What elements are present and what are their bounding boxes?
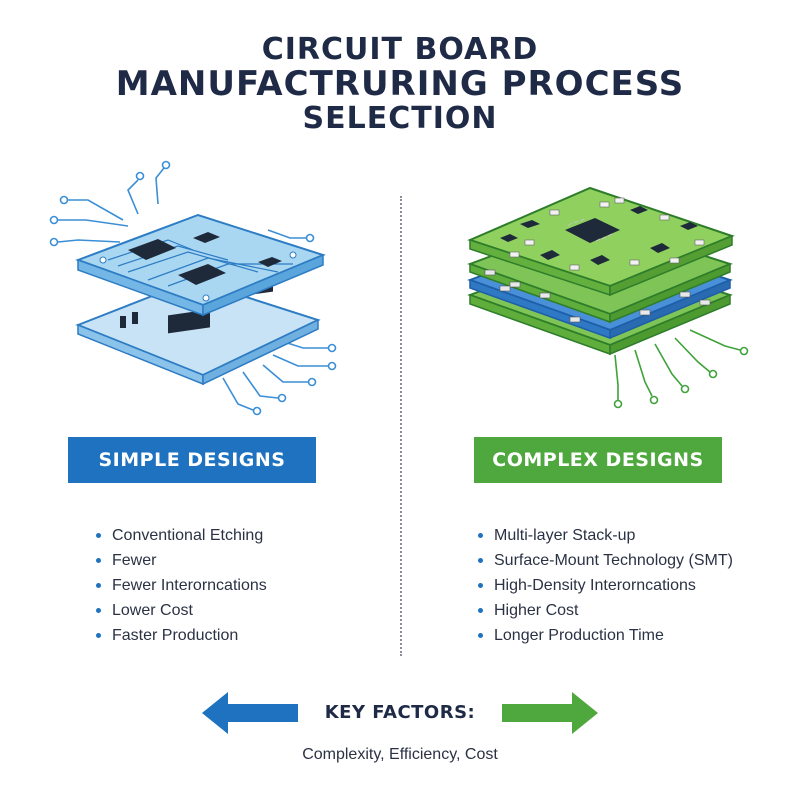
multi-layer-pcb-stack-icon (440, 160, 770, 430)
list-item-label: Lower Cost (112, 601, 193, 619)
list-item-label: Fewer (112, 551, 157, 569)
bullet-icon (478, 633, 483, 638)
list-item: Conventional Etching (96, 523, 267, 548)
simple-designs-heading: SIMPLE DESIGNS (68, 437, 316, 483)
list-item: Surface-Mount Technology (SMT) (478, 548, 733, 573)
left-arrow-icon (202, 692, 298, 734)
bullet-icon (96, 533, 101, 538)
key-factors-label: KEY FACTORS: (324, 702, 476, 723)
list-item: Multi-layer Stack-up (478, 523, 733, 548)
bullet-icon (96, 608, 101, 613)
bullet-icon (96, 633, 101, 638)
title-line-3: SELECTION (302, 101, 498, 137)
bullet-icon (96, 583, 101, 588)
list-item: Fewer Interorncations (96, 573, 267, 598)
list-item: Longer Production Time (478, 623, 733, 648)
key-factors-text: Complexity, Efficiency, Cost (302, 746, 498, 763)
center-divider (400, 196, 402, 656)
complex-designs-list: Multi-layer Stack-up Surface-Mount Techn… (478, 523, 733, 648)
list-item-label: Conventional Etching (112, 526, 264, 544)
list-item-label: Fewer Interorncations (112, 576, 267, 594)
list-item: Higher Cost (478, 598, 733, 623)
list-item-label: Faster Production (112, 626, 239, 644)
list-item-label: High-Density Interorncations (494, 576, 696, 594)
bullet-icon (478, 583, 483, 588)
two-layer-pcb-icon (28, 160, 358, 430)
list-item-label: Surface-Mount Technology (SMT) (494, 551, 733, 569)
complex-designs-heading: COMPLEX DESIGNS (474, 437, 722, 483)
right-arrow-icon (502, 692, 598, 734)
bullet-icon (96, 558, 101, 563)
bullet-icon (478, 533, 483, 538)
title-line-1: CIRCUIT BOARD (261, 32, 539, 67)
title-line-2: MANUFACTRURING PROCESS (115, 64, 685, 105)
simple-designs-list: Conventional Etching Fewer Fewer Interor… (96, 523, 267, 648)
list-item-label: Multi-layer Stack-up (494, 526, 636, 544)
list-item: Faster Production (96, 623, 267, 648)
bullet-icon (478, 558, 483, 563)
list-item-label: Longer Production Time (494, 626, 664, 644)
list-item: High-Density Interorncations (478, 573, 733, 598)
list-item-label: Higher Cost (494, 601, 579, 619)
page-title: CIRCUIT BOARD MANUFACTRURING PROCESS SEL… (0, 32, 800, 137)
list-item: Lower Cost (96, 598, 267, 623)
bullet-icon (478, 608, 483, 613)
list-item: Fewer (96, 548, 267, 573)
